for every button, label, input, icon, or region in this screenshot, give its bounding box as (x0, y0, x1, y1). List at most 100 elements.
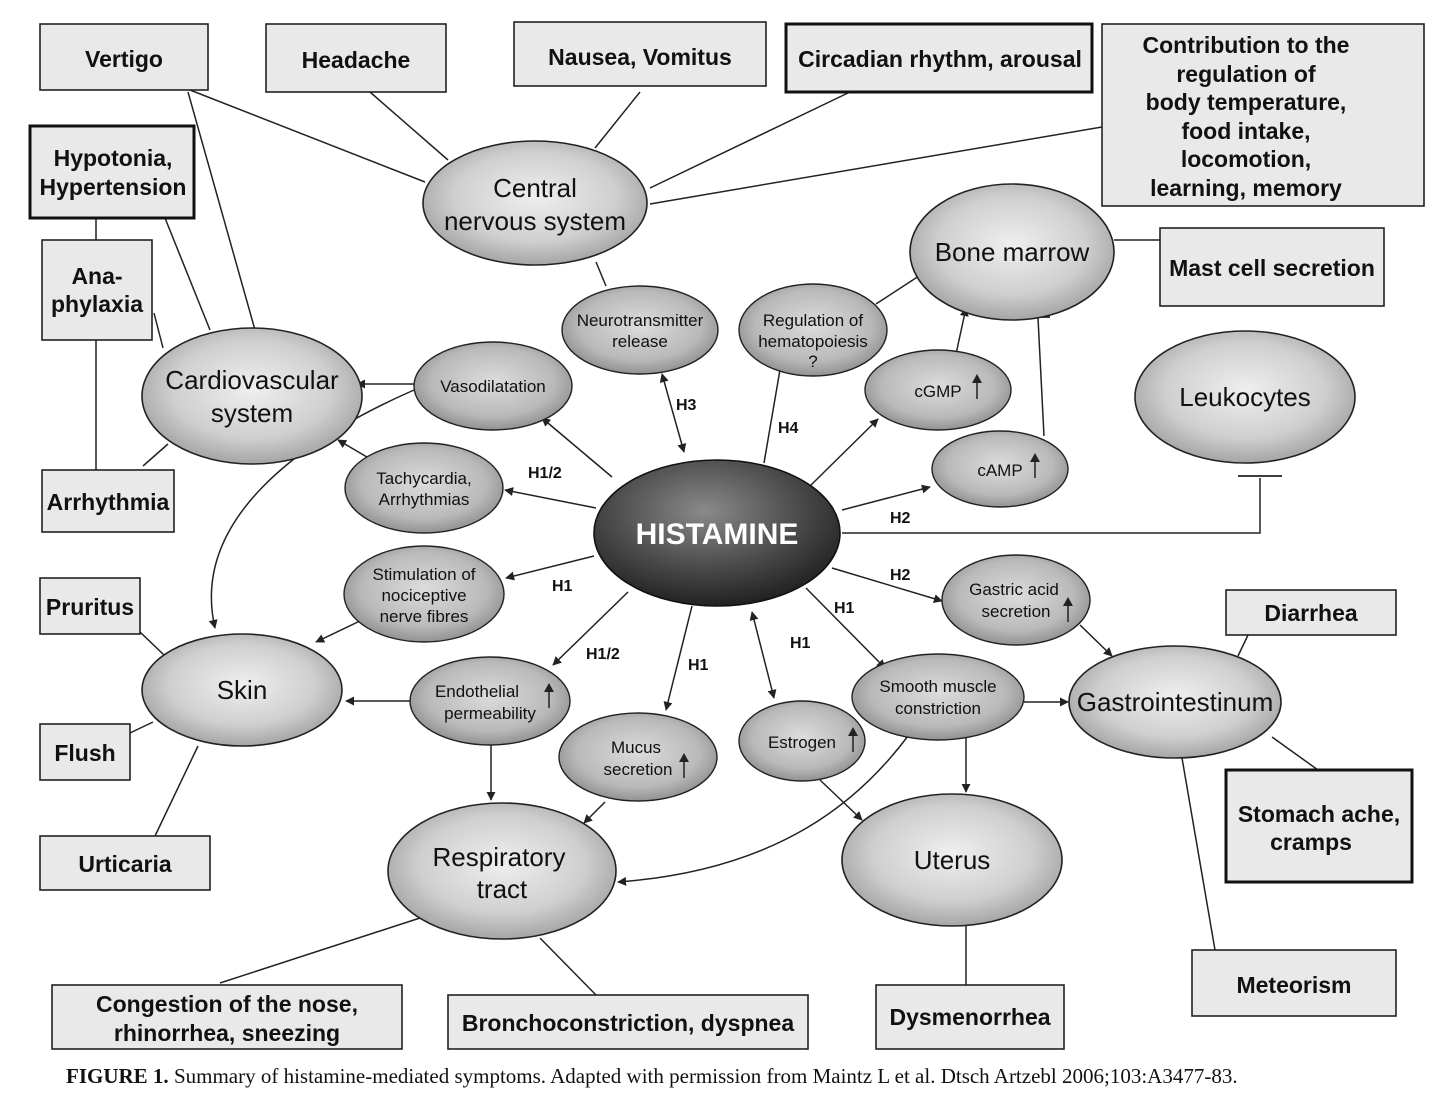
cns-line-1: Central (493, 173, 577, 203)
mucus-line-2: secretion (604, 760, 673, 779)
mediator-endothelial: Endothelial permeability (409, 656, 571, 746)
anaphylaxia-line-2: phylaxia (51, 291, 143, 317)
anaphylaxia-line-1: Ana- (71, 263, 122, 289)
symptom-vertigo: Vertigo (39, 23, 209, 91)
pruritus-label: Pruritus (46, 594, 134, 620)
symptom-urticaria: Urticaria (39, 835, 211, 891)
hypotonia-line-1: Hypotonia, (54, 145, 173, 171)
arrows (208, 307, 1282, 886)
congestion-line-2: rhinorrhea, sneezing (114, 1020, 340, 1046)
vasodilatation-label: Vasodilatation (440, 377, 546, 396)
histamine-node: HISTAMINE (593, 459, 841, 607)
up-arrow-icon (848, 727, 858, 736)
receptor-label-h1-smooth: H1 (834, 600, 855, 617)
symptom-contribution: Contribution to the regulation of body t… (1101, 23, 1425, 207)
neurotransmitter-line-2: release (612, 332, 668, 351)
contribution-line-3: body temperature, (1146, 89, 1347, 115)
organ-gi: Gastrointestinum (1068, 645, 1282, 759)
up-arrow-icon (679, 753, 689, 762)
mast-cell-label: Mast cell secretion (1169, 255, 1375, 281)
skin-label: Skin (217, 675, 268, 705)
mediator-estrogen: Estrogen (738, 700, 866, 782)
diarrhea-label: Diarrhea (1264, 600, 1358, 626)
receptor-label-h2-gastric: H2 (890, 567, 911, 584)
resp-line-2: tract (477, 874, 528, 904)
symptom-broncho: Bronchoconstriction, dyspnea (447, 994, 809, 1050)
mucus-line-1: Mucus (611, 738, 661, 757)
cgmp-label: cGMP (914, 382, 961, 401)
symptom-flush: Flush (39, 723, 131, 781)
symptom-meteorism: Meteorism (1191, 949, 1397, 1017)
nausea-label: Nausea, Vomitus (548, 44, 732, 70)
symptom-mast-cell: Mast cell secretion (1159, 227, 1385, 307)
mediator-tachycardia: Tachycardia, Arrhythmias (344, 442, 504, 534)
mediator-nociceptive: Stimulation of nociceptive nerve fibres (343, 545, 505, 643)
receptor-label-h4: H4 (778, 420, 799, 437)
arrhythmia-label: Arrhythmia (47, 489, 170, 515)
stomach-line-2: cramps (1270, 829, 1352, 855)
organ-leukocytes: Leukocytes (1134, 330, 1356, 464)
receptor-label-h1-2-endo: H1/2 (586, 646, 620, 663)
organ-cardio: Cardiovascular system (141, 327, 363, 465)
up-arrow-icon (1063, 597, 1073, 606)
neurotransmitter-line-1: Neurotransmitter (577, 311, 704, 330)
dysmenorrhea-label: Dysmenorrhea (889, 1004, 1050, 1030)
cardio-line-2: system (211, 398, 293, 428)
hypotonia-line-2: Hypertension (40, 174, 187, 200)
symptom-nausea: Nausea, Vomitus (513, 21, 767, 87)
symptom-dysmenorrhea: Dysmenorrhea (875, 984, 1065, 1050)
figure-caption: FIGURE 1. Summary of histamine-mediated … (66, 1064, 1446, 1089)
symptom-congestion: Congestion of the nose, rhinorrhea, snee… (51, 984, 403, 1050)
mediator-vasodilatation: Vasodilatation (413, 341, 573, 431)
contribution-line-1: Contribution to the (1143, 32, 1350, 58)
mediator-cgmp: cGMP (864, 349, 1012, 431)
up-arrow-icon (1030, 453, 1040, 462)
receptor-label-h2-leukocytes: H2 (890, 510, 911, 527)
symptom-hypotonia: Hypotonia, Hypertension (28, 124, 196, 220)
tachycardia-line-2: Arrhythmias (379, 490, 470, 509)
mediator-smooth-muscle: Smooth muscle constriction (851, 653, 1025, 741)
leukocytes-label: Leukocytes (1179, 382, 1311, 412)
caption-text: Summary of histamine-mediated symptoms. … (168, 1064, 1238, 1088)
mediator-nodes: Neurotransmitter release Regulation of h… (343, 283, 1091, 802)
hematopoiesis-line-3: ? (808, 352, 817, 371)
vertigo-label: Vertigo (85, 46, 163, 72)
meteorism-label: Meteorism (1236, 972, 1351, 998)
symptom-diarrhea: Diarrhea (1225, 589, 1397, 636)
connector-lines (95, 89, 1319, 996)
stomach-line-1: Stomach ache, (1238, 801, 1400, 827)
tachycardia-line-1: Tachycardia, (376, 469, 471, 488)
hematopoiesis-line-2: hematopoiesis (758, 332, 868, 351)
smooth-muscle-line-2: constriction (895, 699, 981, 718)
symptom-headache: Headache (265, 23, 447, 93)
contribution-line-6: learning, memory (1150, 175, 1342, 201)
up-arrow-icon (972, 374, 982, 383)
caption-label: FIGURE 1. (66, 1064, 169, 1088)
symptom-boxes: Vertigo Headache Nausea, Vomitus Circadi… (28, 21, 1425, 1050)
symptom-arrhythmia: Arrhythmia (41, 469, 175, 533)
nociceptive-line-1: Stimulation of (373, 565, 476, 584)
endothelial-line-1: Endothelial (435, 682, 519, 701)
cardio-line-1: Cardiovascular (165, 365, 339, 395)
symptom-pruritus: Pruritus (39, 577, 141, 635)
up-arrow-icon (544, 683, 554, 692)
congestion-line-1: Congestion of the nose, (96, 991, 358, 1017)
gastric-line-1: Gastric acid (969, 580, 1059, 599)
organ-uterus: Uterus (841, 793, 1063, 927)
mediator-hematopoiesis: Regulation of hematopoiesis ? (738, 283, 888, 377)
organ-skin: Skin (141, 633, 343, 747)
receptor-label-h1-2-tachy: H1/2 (528, 465, 562, 482)
receptor-label-h1-noci: H1 (552, 578, 573, 595)
estrogen-label: Estrogen (768, 733, 836, 752)
circadian-label: Circadian rhythm, arousal (798, 46, 1082, 72)
contribution-line-2: regulation of (1176, 61, 1316, 87)
hematopoiesis-line-1: Regulation of (763, 311, 863, 330)
uterus-label: Uterus (914, 845, 991, 875)
gi-label: Gastrointestinum (1077, 687, 1274, 717)
nociceptive-line-2: nociceptive (381, 586, 466, 605)
contribution-line-5: locomotion, (1181, 146, 1311, 172)
flush-label: Flush (54, 740, 115, 766)
symptom-stomach: Stomach ache, cramps (1224, 768, 1414, 884)
symptom-anaphylaxia: Ana- phylaxia (41, 239, 153, 341)
